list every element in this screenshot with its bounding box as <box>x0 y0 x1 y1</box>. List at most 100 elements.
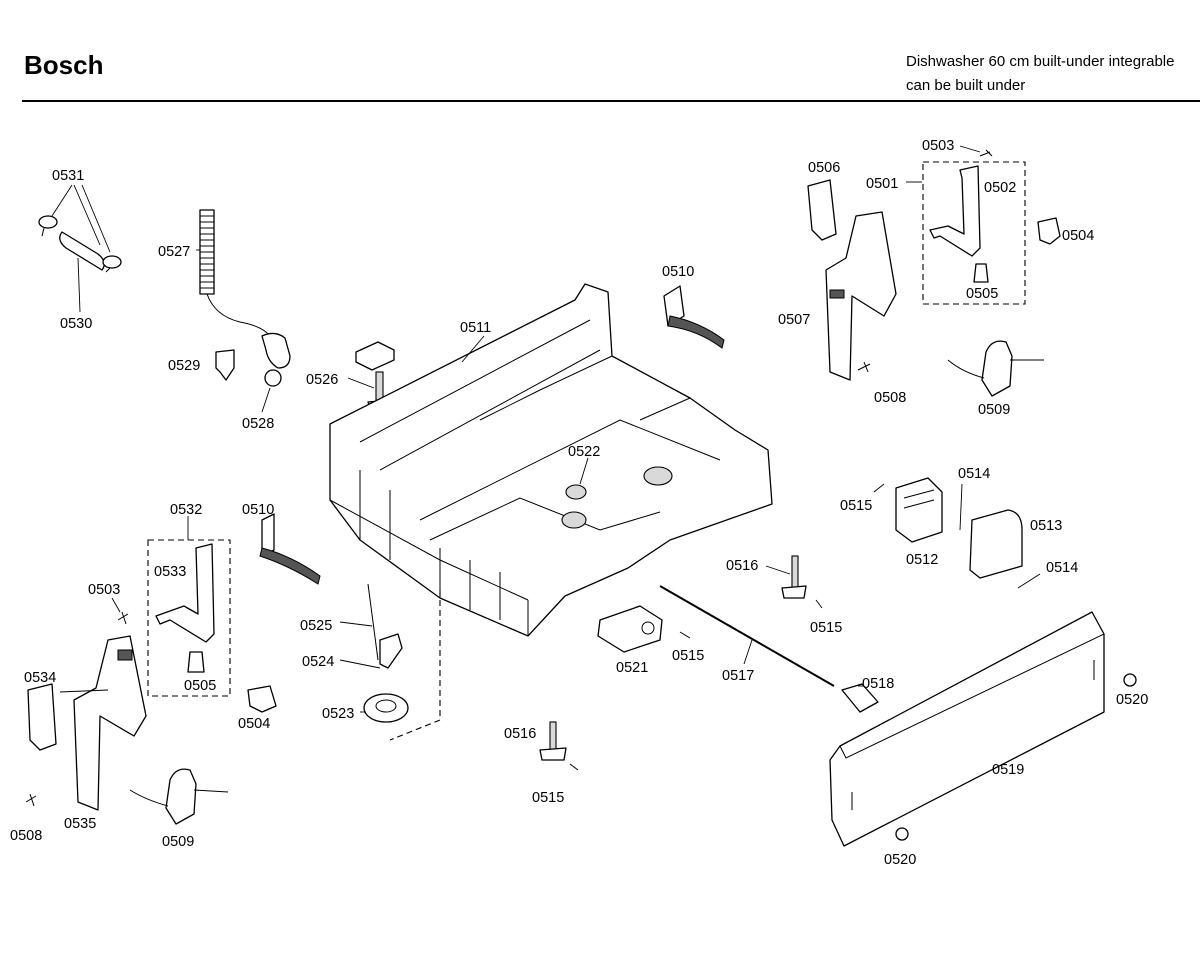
leader-0503b <box>111 597 121 613</box>
label-0508-left: 0508 <box>10 828 42 844</box>
part-0524-sensor <box>379 633 403 669</box>
label-0514-bottom: 0514 <box>1046 560 1078 576</box>
leader-0503a <box>959 145 981 153</box>
part-0510-spring-left <box>259 513 321 585</box>
part-0515-screw-bottom <box>569 763 579 771</box>
group-dashline-0523 <box>389 590 441 741</box>
label-0504-left: 0504 <box>238 716 270 732</box>
label-0509-left: 0509 <box>162 834 194 850</box>
part-0509-hinge-top <box>947 340 1044 397</box>
label-0528: 0528 <box>242 416 274 432</box>
leader-0530 <box>77 257 81 313</box>
part-0502-bracket <box>929 165 981 257</box>
part-0527-drain-hose <box>199 209 291 369</box>
label-0512: 0512 <box>906 552 938 568</box>
group-box-0501 <box>922 161 1026 305</box>
part-0518-knob <box>841 683 879 713</box>
label-0530: 0530 <box>60 316 92 332</box>
label-0533: 0533 <box>154 564 186 580</box>
part-0504-block-left <box>247 685 277 713</box>
leader-0517 <box>743 639 753 665</box>
header-rule <box>22 100 1200 102</box>
description-line-1: Dishwasher 60 cm built-under integrable <box>906 53 1175 70</box>
label-0505-top: 0505 <box>966 286 998 302</box>
part-0509-hinge-left <box>129 768 229 825</box>
part-0529-hose-clip <box>215 349 235 381</box>
part-0503-screw-top <box>979 149 993 157</box>
label-0535: 0535 <box>64 816 96 832</box>
model-description: Dishwasher 60 cm built-under integrable … <box>906 50 1174 98</box>
part-0515-screw-mid <box>679 631 691 639</box>
leader-0522 <box>579 457 589 485</box>
label-0503-top: 0503 <box>922 138 954 154</box>
leader-0514a <box>959 483 963 531</box>
part-0504-block-top <box>1037 217 1061 245</box>
label-0525: 0525 <box>300 618 332 634</box>
leader-0524 <box>339 659 381 669</box>
part-0530-hose-sleeve <box>38 215 122 273</box>
part-0512-latch <box>895 477 943 543</box>
label-0520-bottom: 0520 <box>884 852 916 868</box>
brand-title: Bosch <box>24 50 104 80</box>
label-0520-right: 0520 <box>1116 692 1148 708</box>
label-0504-top: 0504 <box>1062 228 1094 244</box>
part-0507-side-bracket <box>825 211 897 381</box>
part-0513-cover <box>969 509 1023 579</box>
leader-0534 <box>59 689 109 693</box>
part-0528-hose-end <box>264 369 282 387</box>
label-0524: 0524 <box>302 654 334 670</box>
label-0527: 0527 <box>158 244 190 260</box>
label-0502: 0502 <box>984 180 1016 196</box>
label-0513: 0513 <box>1030 518 1062 534</box>
label-0507: 0507 <box>778 312 810 328</box>
part-0523-float <box>363 693 409 723</box>
label-0515-mid-right: 0515 <box>810 620 842 636</box>
label-0501: 0501 <box>866 176 898 192</box>
label-0511: 0511 <box>460 320 491 336</box>
label-0509-top: 0509 <box>978 402 1010 418</box>
leader-0528 <box>261 387 271 413</box>
part-0535-side-bracket <box>73 635 147 811</box>
part-0520-screw-right <box>1123 673 1137 687</box>
label-0515-mid: 0515 <box>672 648 704 664</box>
label-0508-top: 0508 <box>874 390 906 406</box>
description-line-2: can be built under <box>906 77 1026 94</box>
leader-0511 <box>461 335 485 363</box>
label-0506: 0506 <box>808 160 840 176</box>
part-0534-cover-left <box>27 683 57 751</box>
leader-0515b <box>815 599 823 609</box>
label-0503-left: 0503 <box>88 582 120 598</box>
label-0522: 0522 <box>568 444 600 460</box>
label-0532: 0532 <box>170 502 202 518</box>
label-0526: 0526 <box>306 372 338 388</box>
part-0517-rod <box>659 585 835 687</box>
part-0505-clip-left <box>187 651 205 673</box>
part-0506-cover <box>807 179 837 241</box>
part-0516-foot-right <box>781 555 807 599</box>
label-0515-right: 0515 <box>840 498 872 514</box>
part-0516-foot-bottom <box>539 721 567 761</box>
label-0517: 0517 <box>722 668 754 684</box>
label-0516-right: 0516 <box>726 558 758 574</box>
part-0525-rod <box>367 583 379 661</box>
label-0518: 0518 <box>862 676 894 692</box>
label-0515-bottom: 0515 <box>532 790 564 806</box>
part-0505-clip-top <box>973 263 989 283</box>
leader-0515a <box>873 483 885 493</box>
part-0519-kick-panel <box>829 611 1105 847</box>
label-0514-top: 0514 <box>958 466 990 482</box>
part-0510-spring-right <box>663 285 725 349</box>
part-0520-screw-bottom <box>895 827 909 841</box>
part-0533-bracket <box>155 543 215 643</box>
part-0508-screw-top <box>857 361 871 373</box>
label-0521: 0521 <box>616 660 648 676</box>
label-0523: 0523 <box>322 706 354 722</box>
label-0529: 0529 <box>168 358 200 374</box>
label-0519: 0519 <box>992 762 1024 778</box>
label-0516-bottom: 0516 <box>504 726 536 742</box>
leader-0514b <box>1017 573 1041 589</box>
part-0503-screw-left <box>117 611 129 625</box>
leader-0526 <box>347 377 375 389</box>
leader-0531 <box>51 184 111 253</box>
part-0511-base-tub <box>329 283 773 637</box>
